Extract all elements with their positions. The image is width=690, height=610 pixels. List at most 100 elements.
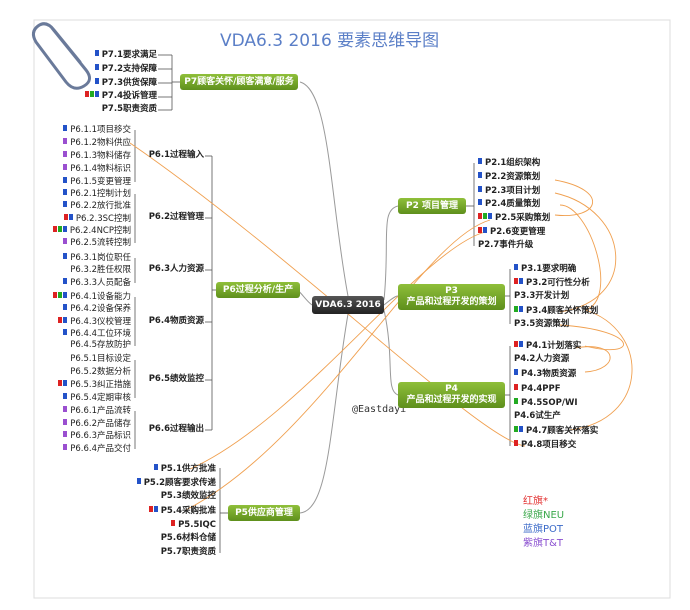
mindmap-leaf[interactable]: P6.3.3人员配备 — [63, 277, 131, 289]
leaf-label: P7.2支持保障 — [101, 63, 157, 74]
mindmap-leaf[interactable]: P4.8项目移交 — [514, 439, 576, 451]
leaf-label: P4.7顾客关怀落实 — [526, 426, 599, 437]
mindmap-leaf[interactable]: P6.4.2设备保养 — [63, 303, 131, 315]
mindmap-leaf[interactable]: P2.6变更管理 — [478, 226, 545, 238]
center-node[interactable]: VDA6.3 2016 — [312, 296, 384, 314]
mindmap-leaf[interactable]: P6.5绩效监控 — [149, 374, 204, 385]
frame — [33, 19, 671, 599]
mindmap-leaf[interactable]: P6.4.3仪校管理 — [58, 316, 131, 328]
mindmap-leaf[interactable]: P6.2.5流转控制 — [63, 237, 131, 249]
mindmap-leaf[interactable]: P6.2.4NCP控制 — [52, 225, 131, 237]
mindmap-leaf[interactable]: P4.2人力资源 — [514, 354, 569, 365]
leaf-label: P6.5.3纠正措施 — [70, 380, 131, 390]
mindmap-leaf[interactable]: P5.4采购批准 — [148, 505, 216, 517]
purple-flag-icon — [63, 238, 68, 245]
mindmap-leaf[interactable]: P7.1要求满足 — [94, 49, 157, 61]
mindmap-leaf[interactable]: P6.4.1设备能力 — [53, 291, 131, 303]
mindmap-leaf[interactable]: P4.4PPF — [514, 383, 561, 395]
mindmap-leaf[interactable]: P6.3.2胜任权限 — [70, 265, 131, 276]
flags-icon — [63, 176, 68, 187]
mindmap-leaf[interactable]: P7.3供货保障 — [94, 77, 157, 89]
mindmap-leaf[interactable]: P6.4.5存放防护 — [70, 340, 131, 351]
mindmap-leaf[interactable]: P6.2.3SC控制 — [63, 213, 131, 225]
mindmap-leaf[interactable]: P4.7顾客关怀落实 — [514, 425, 598, 437]
mindmap-leaf[interactable]: P6.6.2产品储存 — [63, 418, 131, 430]
flags-icon — [63, 303, 68, 314]
mindmap-leaf[interactable]: P6.1.4物料标识 — [63, 163, 131, 175]
mindmap-leaf[interactable]: P6.6.3产品标识 — [63, 430, 131, 442]
mindmap-leaf[interactable]: P3.2可行性分析 — [514, 277, 590, 289]
red-flag-icon — [478, 213, 482, 220]
mindmap-leaf[interactable]: P3.3开发计划 — [514, 291, 569, 302]
leaf-label: P6.5绩效监控 — [148, 374, 204, 384]
mindmap-leaf[interactable]: P4.6试生产 — [514, 411, 561, 422]
leaf-label: P5.3绩效监控 — [160, 491, 216, 501]
mindmap-leaf[interactable]: P6.5.3纠正措施 — [58, 379, 131, 391]
mindmap-leaf[interactable]: P7.2支持保障 — [94, 63, 157, 75]
blue-flag-icon — [63, 125, 68, 131]
mindmap-leaf[interactable]: P6.5.4定期审核 — [63, 392, 131, 404]
mindmap-leaf[interactable]: P6.2.2放行批准 — [63, 200, 131, 212]
leaf-label: P6.4.3仪校管理 — [70, 316, 131, 327]
flags-icon — [63, 188, 68, 199]
mindmap-leaf[interactable]: P2.2资源策划 — [478, 171, 540, 183]
branch-p6[interactable]: P6过程分析/生产 — [216, 282, 300, 298]
mindmap-leaf[interactable]: P6.1.2物料供应 — [63, 137, 131, 149]
red-flag-icon — [63, 213, 68, 220]
mindmap-leaf[interactable]: P5.6材料仓储 — [161, 533, 216, 544]
leaf-label: P4.3物质资源 — [521, 369, 577, 380]
green-flag-icon — [57, 225, 62, 232]
leaf-label: P6.3.3人员配备 — [70, 278, 131, 288]
mindmap-leaf[interactable]: P2.4质量策划 — [478, 198, 540, 210]
mindmap-leaf[interactable]: P5.3绩效监控 — [161, 491, 216, 502]
mindmap-leaf[interactable]: P5.1供方批准 — [153, 463, 216, 475]
mindmap-leaf[interactable]: P6.2过程管理 — [149, 212, 204, 223]
mindmap-leaf[interactable]: P6.1.1项目移交 — [63, 124, 131, 136]
branch-p7[interactable]: P7顾客关怀/顾客满意/服务 — [180, 74, 298, 90]
leaf-label: P7.4投诉管理 — [101, 91, 157, 102]
leaf-label: P6.1过程输入 — [148, 150, 204, 160]
mindmap-leaf[interactable]: P4.1计划落实 — [514, 340, 581, 352]
leaf-label: P6.3.2胜任权限 — [70, 264, 131, 275]
mindmap-leaf[interactable]: P4.5SOP/WI — [514, 397, 578, 409]
mindmap-leaf[interactable]: P7.5职责资质 — [102, 104, 157, 115]
mindmap-leaf[interactable]: P6.1过程输入 — [149, 150, 204, 161]
mindmap-leaf[interactable]: P6.2.1控制计划 — [63, 188, 131, 200]
mindmap-leaf[interactable]: P5.5IQC — [171, 519, 216, 531]
flags-icon — [94, 77, 100, 88]
mindmap-leaf[interactable]: P6.5.2数据分析 — [70, 367, 131, 378]
mindmap-leaf[interactable]: P6.4物质资源 — [149, 316, 204, 327]
mindmap-leaf[interactable]: P3.1要求明确 — [514, 263, 576, 275]
flags-icon — [148, 505, 159, 516]
leaf-label: P3.2可行性分析 — [526, 278, 590, 288]
mindmap-leaf[interactable]: P6.3.1岗位职任 — [63, 252, 131, 264]
branch-p2[interactable]: P2 项目管理 — [398, 198, 466, 214]
leaf-label: P6.4.1设备能力 — [70, 292, 131, 302]
leaf-label: P6.1.3物料储存 — [70, 151, 131, 161]
mindmap-leaf[interactable]: P6.6.4产品交付 — [63, 443, 131, 455]
mindmap-leaf[interactable]: P6.6过程输出 — [149, 424, 204, 435]
mindmap-leaf[interactable]: P5.2顾客要求传递 — [136, 477, 216, 489]
branch-p5[interactable]: P5供应商管理 — [228, 505, 300, 521]
mindmap-leaf[interactable]: P6.5.1目标设定 — [70, 354, 131, 365]
mindmap-leaf[interactable]: P6.6.1产品流转 — [63, 405, 131, 417]
mindmap-leaf[interactable]: P6.1.3物料储存 — [63, 150, 131, 162]
mindmap-leaf[interactable]: P5.7职责资质 — [161, 547, 216, 558]
flags-icon — [94, 49, 100, 60]
mindmap-leaf[interactable]: P6.4.4工位环境 — [63, 328, 131, 340]
mindmap-leaf[interactable]: P2.1组织架构 — [478, 157, 540, 169]
mindmap-leaf[interactable]: P7.4投诉管理 — [84, 90, 157, 102]
blue-flag-icon — [478, 185, 482, 192]
mindmap-leaf[interactable]: P3.4顾客关怀策划 — [514, 305, 598, 317]
mindmap-leaf[interactable]: P3.5资源策划 — [514, 319, 569, 330]
mindmap-leaf[interactable]: P4.3物质资源 — [514, 368, 576, 380]
legend-purple: 紫旗T&T — [523, 538, 564, 549]
mindmap-leaf[interactable]: P6.3人力资源 — [149, 264, 204, 275]
leaf-label: P6.3人力资源 — [148, 264, 204, 274]
mindmap-leaf[interactable]: P2.5采购策划 — [478, 212, 550, 224]
mindmap-leaf[interactable]: P6.1.5变更管理 — [63, 176, 131, 188]
mindmap-leaf[interactable]: P2.7事件升级 — [478, 240, 533, 251]
mindmap-leaf[interactable]: P2.3项目计划 — [478, 185, 540, 197]
